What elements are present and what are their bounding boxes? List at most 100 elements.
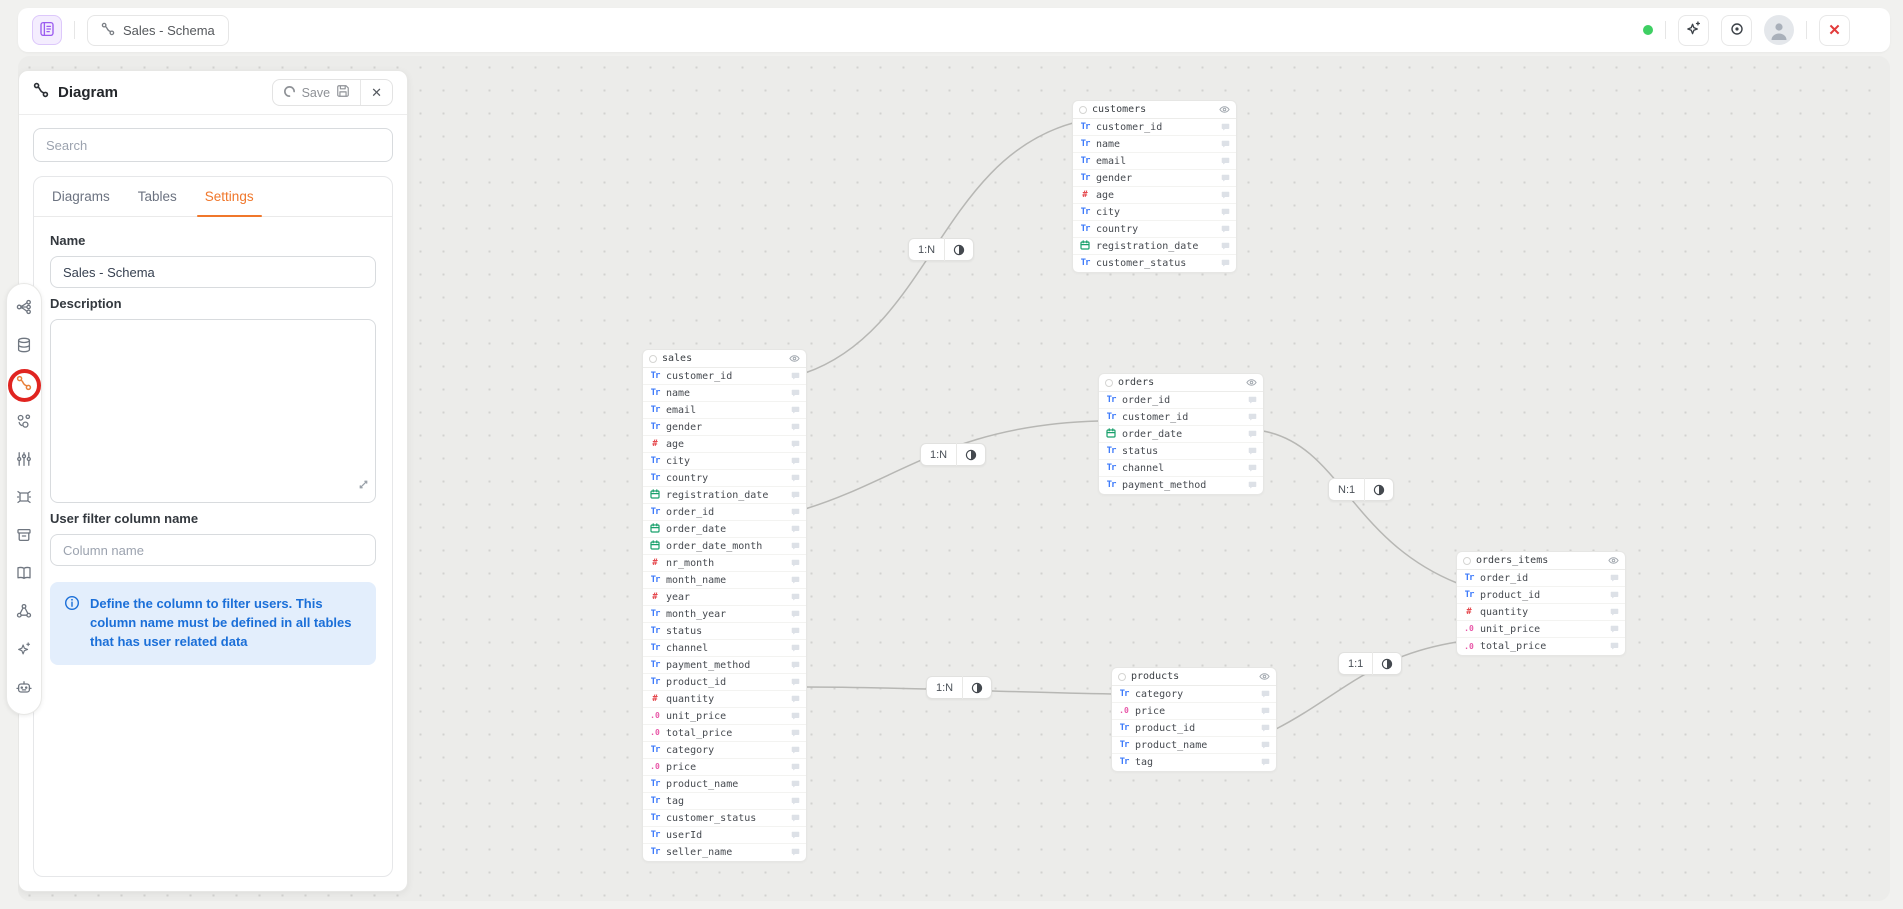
comment-icon[interactable] xyxy=(791,797,800,806)
rail-button-bubbles[interactable] xyxy=(16,413,32,431)
comment-icon[interactable] xyxy=(1610,608,1619,617)
column-row[interactable]: #quantity xyxy=(643,691,806,708)
column-row[interactable]: #quantity xyxy=(1457,604,1625,621)
table-checkbox[interactable] xyxy=(649,354,657,363)
comment-icon[interactable] xyxy=(1248,396,1257,405)
comment-icon[interactable] xyxy=(1221,259,1230,268)
rail-button-database[interactable] xyxy=(16,337,32,355)
comment-icon[interactable] xyxy=(791,644,800,653)
relation-pill[interactable]: 1:N xyxy=(908,238,975,261)
close-window-button[interactable]: ✕ xyxy=(1819,14,1850,46)
column-row[interactable]: #year xyxy=(643,589,806,606)
comment-icon[interactable] xyxy=(1221,140,1230,149)
column-row[interactable]: registration_date xyxy=(643,487,806,504)
user-filter-input[interactable] xyxy=(50,534,376,566)
visibility-eye-icon[interactable] xyxy=(1365,484,1393,496)
save-button[interactable]: Save xyxy=(273,80,360,105)
comment-icon[interactable] xyxy=(791,627,800,636)
comment-icon[interactable] xyxy=(1221,157,1230,166)
comment-icon[interactable] xyxy=(791,712,800,721)
comment-icon[interactable] xyxy=(791,423,800,432)
rail-button-map[interactable] xyxy=(16,566,32,583)
comment-icon[interactable] xyxy=(1248,447,1257,456)
comment-icon[interactable] xyxy=(1248,464,1257,473)
rail-button-flow[interactable] xyxy=(16,299,32,317)
column-row[interactable]: order_date_month xyxy=(643,538,806,555)
column-row[interactable]: order_date xyxy=(1099,426,1263,443)
relation-pill[interactable]: 1:N xyxy=(920,443,987,466)
tab-sales-schema[interactable]: Sales - Schema xyxy=(87,14,229,46)
table-checkbox[interactable] xyxy=(1118,672,1126,681)
comment-icon[interactable] xyxy=(791,389,800,398)
relation-pill[interactable]: 1:N xyxy=(926,676,993,699)
comment-icon[interactable] xyxy=(791,457,800,466)
table-checkbox[interactable] xyxy=(1105,378,1113,387)
eye-icon[interactable] xyxy=(1259,671,1270,682)
comment-icon[interactable] xyxy=(791,559,800,568)
comment-icon[interactable] xyxy=(1221,174,1230,183)
ai-button[interactable] xyxy=(1678,14,1709,46)
comment-icon[interactable] xyxy=(1261,690,1270,699)
comment-icon[interactable] xyxy=(1610,625,1619,634)
rail-button-sliders[interactable] xyxy=(16,451,32,469)
tab-diagrams[interactable]: Diagrams xyxy=(52,189,110,204)
comment-icon[interactable] xyxy=(791,593,800,602)
comment-icon[interactable] xyxy=(1248,430,1257,439)
comment-icon[interactable] xyxy=(791,814,800,823)
rail-button-cube[interactable] xyxy=(16,490,32,507)
comment-icon[interactable] xyxy=(1610,642,1619,651)
comment-icon[interactable] xyxy=(1261,741,1270,750)
column-row[interactable]: #nr_month xyxy=(643,555,806,572)
comment-icon[interactable] xyxy=(791,763,800,772)
app-logo-button[interactable] xyxy=(32,15,62,45)
table-checkbox[interactable] xyxy=(1463,556,1471,565)
tab-tables[interactable]: Tables xyxy=(137,189,177,204)
comment-icon[interactable] xyxy=(791,678,800,687)
comment-icon[interactable] xyxy=(791,610,800,619)
comment-icon[interactable] xyxy=(1261,724,1270,733)
comment-icon[interactable] xyxy=(1610,574,1619,583)
description-input[interactable] xyxy=(50,319,376,503)
comment-icon[interactable] xyxy=(1221,123,1230,132)
comment-icon[interactable] xyxy=(791,746,800,755)
comment-icon[interactable] xyxy=(1221,208,1230,217)
column-row[interactable]: #age xyxy=(1073,187,1236,204)
comment-icon[interactable] xyxy=(1221,242,1230,251)
column-row[interactable]: registration_date xyxy=(1073,238,1236,255)
relation-pill[interactable]: N:1 xyxy=(1328,478,1395,501)
visibility-eye-icon[interactable] xyxy=(957,449,985,461)
comment-icon[interactable] xyxy=(791,474,800,483)
